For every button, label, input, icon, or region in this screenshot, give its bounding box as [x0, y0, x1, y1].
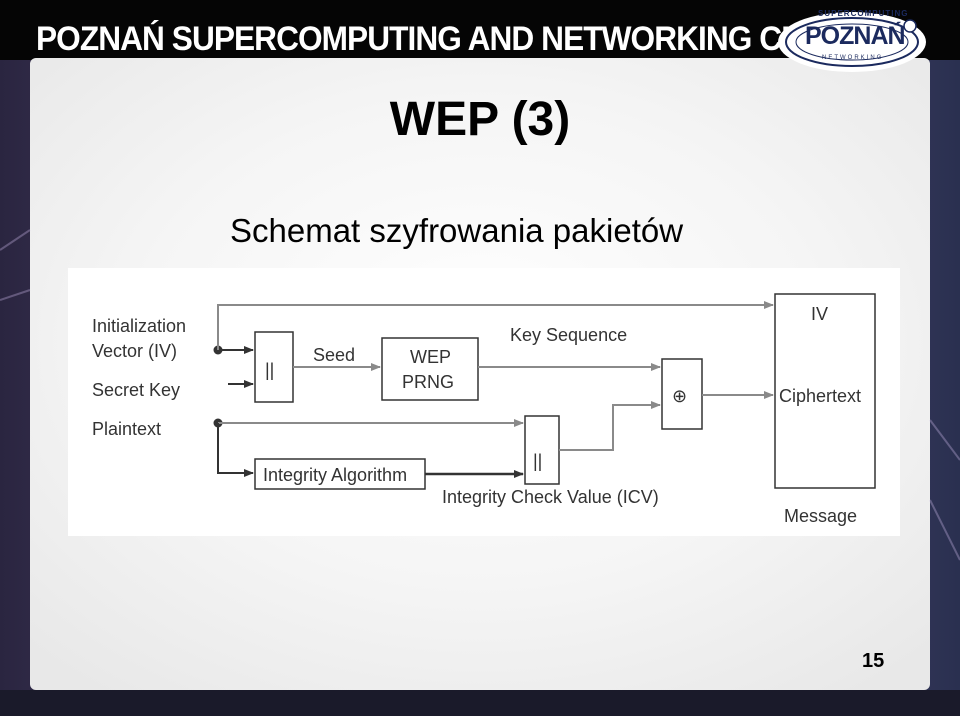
- xor-symbol: ⊕: [672, 386, 687, 406]
- page-number: 15: [862, 650, 885, 672]
- logo-arc-text: SUPERCOMPUTING: [818, 9, 909, 18]
- logo-main-text: POZNAŃ: [805, 22, 906, 50]
- message-caption: Message: [784, 506, 857, 526]
- slide-subtitle: Schemat szyfrowania pakietów: [230, 212, 684, 249]
- plaintext-label: Plaintext: [92, 419, 161, 439]
- prng-label-line1: WEP: [410, 347, 451, 367]
- message-box: [774, 293, 876, 489]
- secret-key-label: Secret Key: [92, 380, 180, 400]
- iv-label-line2: Vector (IV): [92, 341, 177, 361]
- icv-label: Integrity Check Value (ICV): [442, 487, 659, 507]
- concat-box: [254, 331, 294, 403]
- wep-encryption-diagram: Initialization Vector (IV) Secret Key Pl…: [68, 268, 900, 536]
- concat-symbol: ||: [265, 360, 274, 380]
- prng-label-line2: PRNG: [402, 372, 454, 392]
- pcss-logo: [778, 12, 926, 72]
- integrity-algorithm-box: [254, 458, 426, 490]
- xor-box: [661, 358, 703, 430]
- slide-title: WEP (3): [389, 93, 571, 146]
- key-sequence-label: Key Sequence: [510, 325, 627, 345]
- header-title: POZNAŃ SUPERCOMPUTING AND NETWORKING CEN…: [36, 20, 885, 58]
- iv-label-line1: Initialization: [92, 316, 186, 336]
- logo-sub-text: NETWORKING: [822, 55, 884, 61]
- integrity-algorithm-label: Integrity Algorithm: [263, 465, 407, 485]
- iv-to-message-line: [217, 301, 774, 350]
- plaintext-to-integrity-arrow: [217, 423, 254, 477]
- message-iv-label: IV: [811, 304, 828, 324]
- seed-label: Seed: [313, 345, 355, 365]
- concat-box-2: [524, 415, 560, 485]
- concat2-to-xor-arrow: [559, 401, 661, 451]
- message-ciphertext-label: Ciphertext: [779, 386, 861, 406]
- concat-symbol-2: ||: [533, 451, 542, 471]
- wep-prng-box: [381, 337, 479, 401]
